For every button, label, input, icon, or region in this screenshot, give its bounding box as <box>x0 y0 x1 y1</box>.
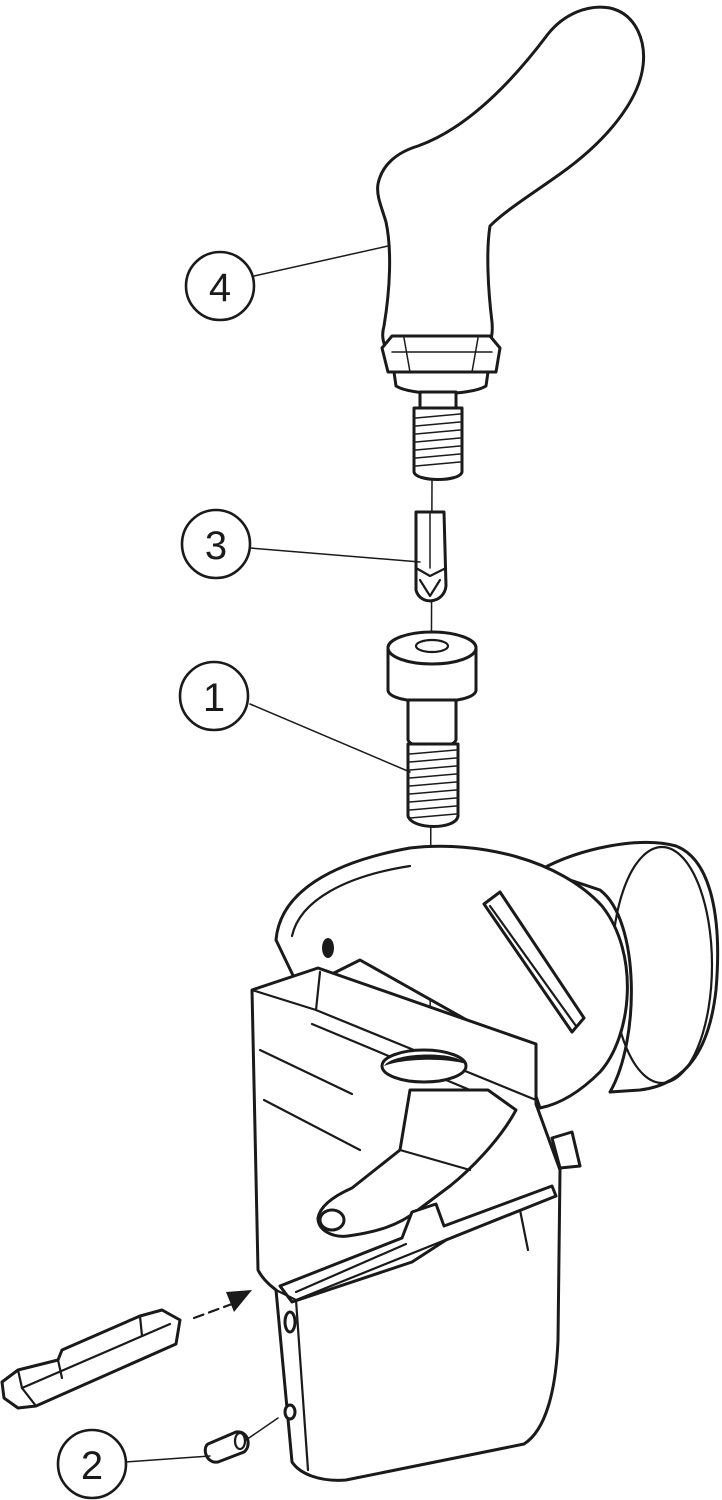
insert-seat <box>278 1184 558 1304</box>
callout-3-label: 3 <box>205 524 227 568</box>
clamp-screw <box>386 630 478 828</box>
callout-leaders <box>125 245 421 1463</box>
tool-holder <box>250 840 720 1482</box>
callout-1-label: 1 <box>203 676 225 720</box>
cutting-insert <box>0 1308 182 1410</box>
side-hole-upper <box>283 1310 297 1334</box>
clamp-arm <box>316 1088 518 1238</box>
torx-bit <box>414 510 448 603</box>
screw-shank <box>406 698 458 749</box>
handle-thread <box>412 406 464 481</box>
callout-2-label: 2 <box>81 1444 103 1488</box>
flange-slot <box>482 890 586 1034</box>
handle-collar <box>380 334 502 374</box>
callout-3: 3 <box>180 508 252 580</box>
callout-1: 1 <box>178 660 250 732</box>
screw-thread <box>406 742 460 828</box>
insert-direction-arrow <box>192 1290 252 1320</box>
key-handle <box>376 5 645 481</box>
handle-base <box>392 370 490 395</box>
flange <box>274 844 629 1110</box>
callout-2: 2 <box>56 1428 128 1500</box>
coupling-shank <box>538 840 720 1094</box>
callout-4-label: 4 <box>209 266 231 310</box>
callout-4: 4 <box>184 250 256 322</box>
handle-grip <box>376 5 645 360</box>
handle-neck <box>418 390 458 410</box>
side-hole-lower <box>283 1403 297 1421</box>
insert-stop-pin <box>203 1430 250 1464</box>
